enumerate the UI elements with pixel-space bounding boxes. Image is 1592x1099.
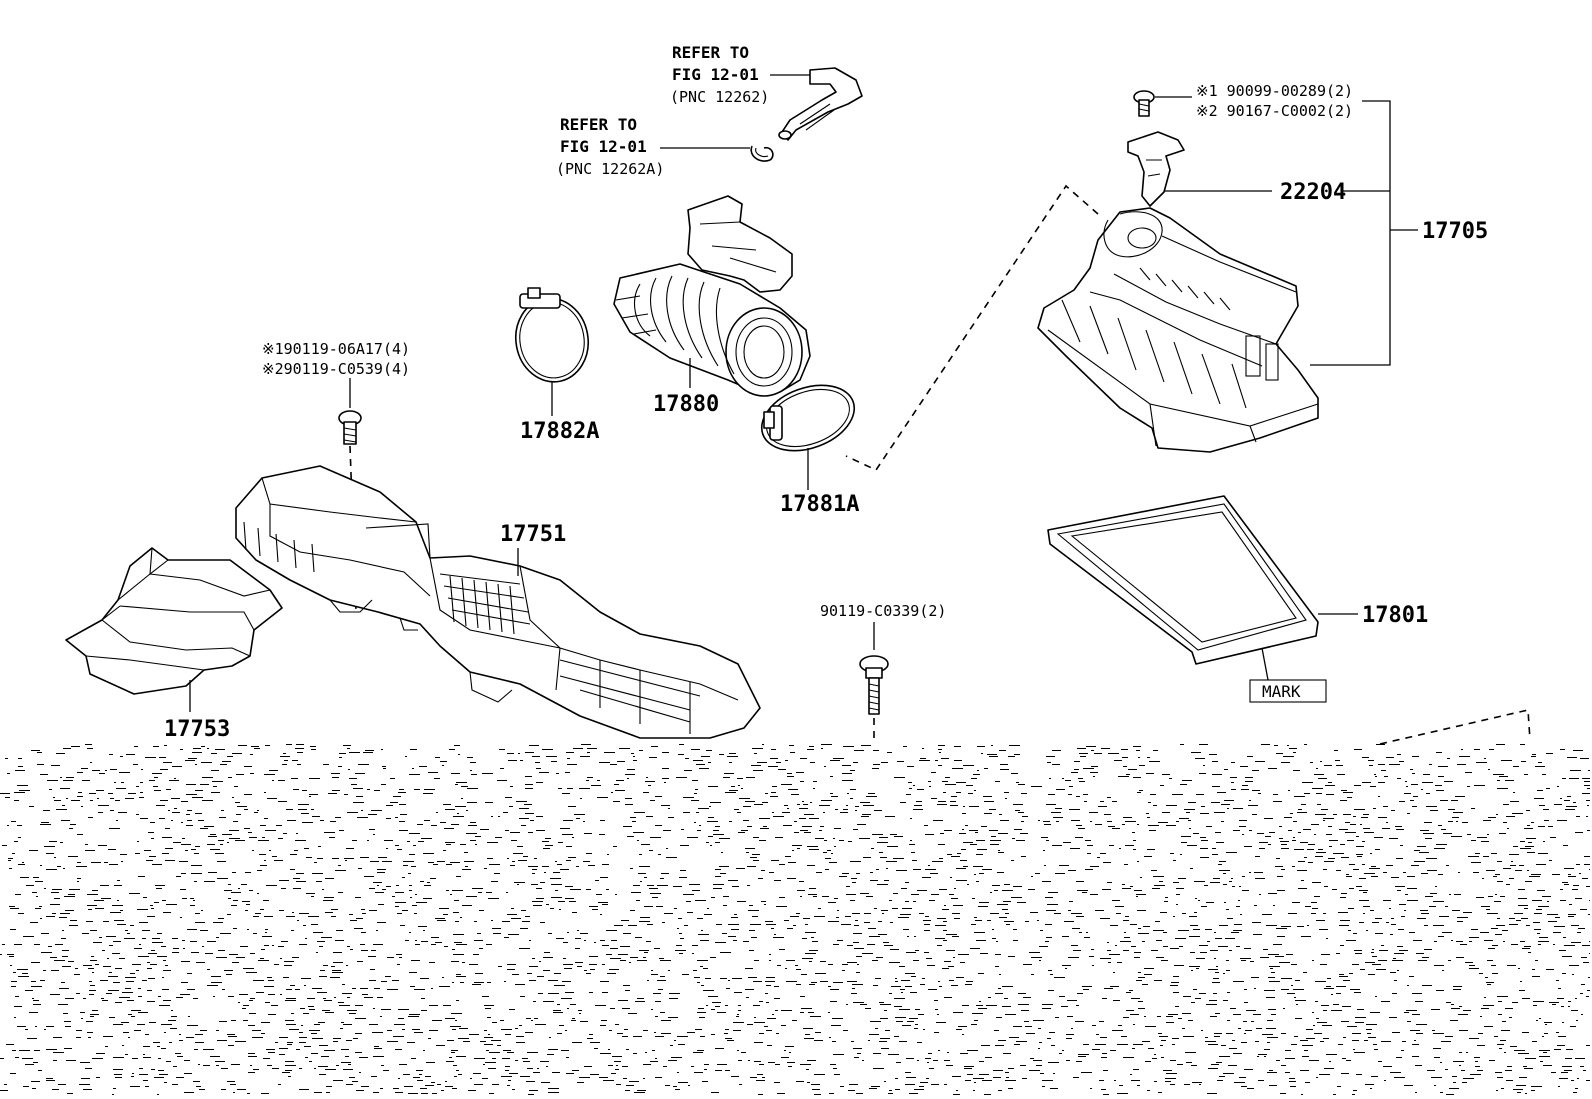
air-filter-element-icon (1047, 495, 1319, 665)
air-cleaner-case-icon (1037, 207, 1319, 453)
hose-clip-icon (750, 145, 774, 162)
mark-label: MARK (1262, 682, 1301, 701)
ref-line3: (PNC 12262) (670, 88, 769, 106)
part-number-22204: 22204 (1280, 180, 1346, 205)
ref-line1: REFER TO (560, 115, 637, 134)
air-intake-duct-icon (235, 465, 761, 739)
part-number-17882a: 17882A (520, 419, 599, 444)
air-flow-meter-icon (1127, 131, 1185, 207)
part-number-17705: 17705 (1422, 219, 1488, 244)
bolt-label-c0339: 90119-C0339(2) (820, 602, 946, 620)
part-number-17881a: 17881A (780, 492, 859, 517)
ref-callout-12262a: REFER TO FIG 12-01 (PNC 12262A) (556, 115, 750, 178)
bolt-label-90167: ※2 90167-C0002(2) (1196, 102, 1353, 120)
bolt-label-90099: ※1 90099-00289(2) (1196, 82, 1353, 100)
part-number-17753: 17753 (164, 717, 230, 742)
connection-dash-upper (845, 184, 1099, 472)
connection-dash-lower (1379, 709, 1531, 745)
hose-clamp-17881a-icon (760, 384, 856, 452)
bolt-90119-icon (338, 410, 362, 445)
ref-line2: FIG 12-01 (672, 65, 759, 84)
part-number-17801: 17801 (1362, 603, 1428, 628)
bolt-90099-icon (1133, 90, 1155, 117)
bolt-90119-c0339-icon (859, 655, 889, 715)
heat-insulator-icon (65, 547, 283, 695)
ref-callout-12262: REFER TO FIG 12-01 (PNC 12262) (670, 43, 812, 106)
vacuum-hose-icon (778, 67, 863, 141)
scan-noise-area (0, 744, 1590, 1095)
mark-box (1249, 679, 1327, 703)
bolt-label-c0539: ※290119-C0539(4) (262, 360, 410, 378)
ref-line1: REFER TO (672, 43, 749, 62)
ref-line3: (PNC 12262A) (556, 160, 664, 178)
bolt-label-06a17: ※190119-06A17(4) (262, 340, 410, 358)
part-number-17880: 17880 (653, 392, 719, 417)
intake-hose-icon (613, 195, 811, 397)
hose-clamp-17882a-icon (515, 287, 589, 383)
part-number-17751: 17751 (500, 522, 566, 547)
ref-line2: FIG 12-01 (560, 137, 647, 156)
